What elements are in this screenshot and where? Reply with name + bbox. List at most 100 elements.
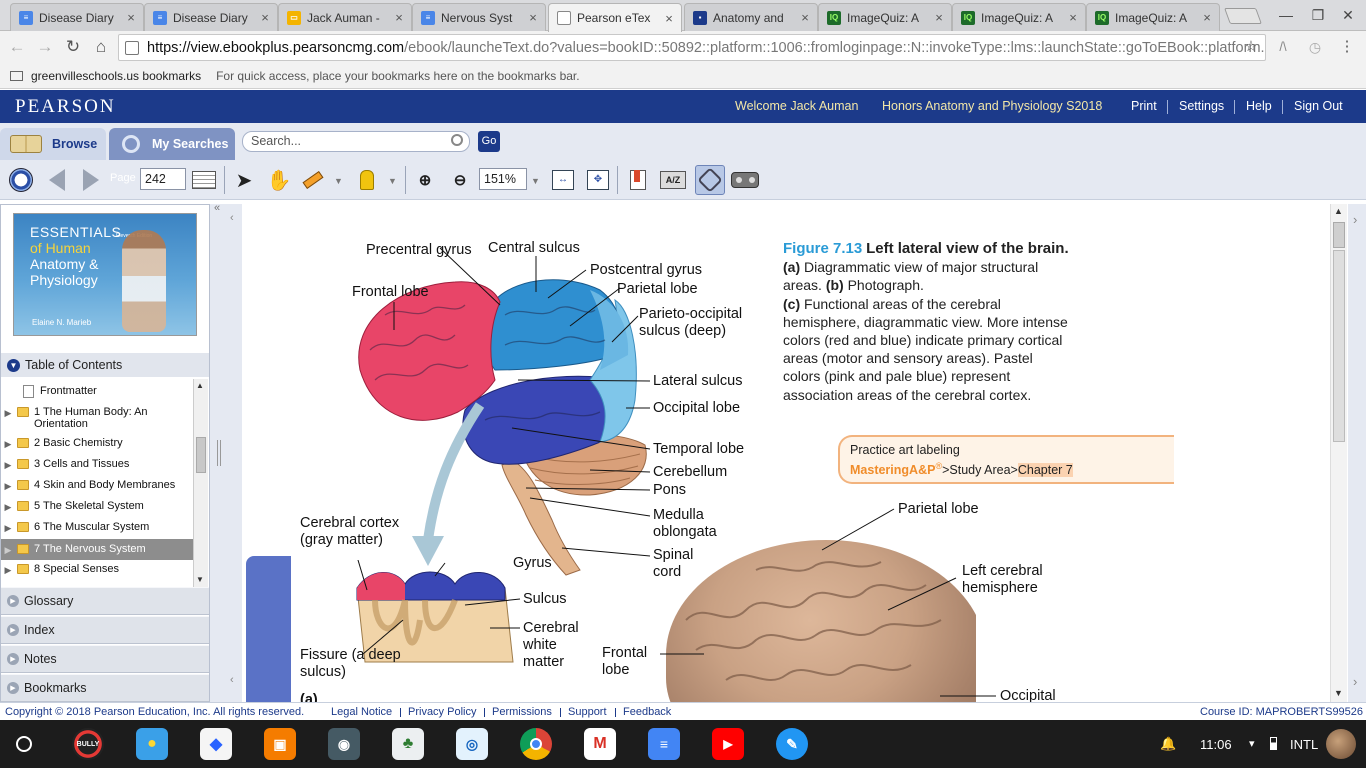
expand-arrow-icon[interactable]: ▶	[4, 481, 12, 491]
input-method[interactable]: INTL	[1290, 737, 1319, 752]
extension-clock-icon[interactable]: ◷	[1308, 39, 1322, 55]
hand-pan-icon[interactable]: ✋	[266, 169, 292, 192]
feedback-link[interactable]: Feedback	[623, 706, 672, 718]
prev-page-strip[interactable]: ‹‹	[228, 204, 242, 702]
bookmark-star-icon[interactable]: ☆	[1244, 38, 1258, 55]
notes-section[interactable]: ▶Notes	[1, 645, 209, 673]
audio-tape-icon[interactable]	[730, 167, 760, 193]
orange-app-icon[interactable]: ▣	[264, 728, 296, 760]
close-icon[interactable]: ×	[1069, 10, 1077, 25]
privacy-policy-link[interactable]: Privacy Policy	[408, 706, 477, 718]
next-page-icon[interactable]	[78, 167, 104, 193]
permissions-link[interactable]: Permissions	[492, 706, 552, 718]
toc-item-chapter-2[interactable]: ▶ 2 Basic Chemistry	[1, 437, 193, 450]
toc-item-chapter-5[interactable]: ▶ 5 The Skeletal System	[1, 500, 193, 513]
browser-tab[interactable]: ≡ Nervous Syst ×	[412, 3, 546, 31]
toc-item-chapter-3[interactable]: ▶ 3 Cells and Tissues	[1, 458, 193, 471]
pen-app-icon[interactable]: ✎	[776, 728, 808, 760]
previous-page-icon[interactable]	[44, 167, 70, 193]
practice-chapter-link[interactable]: Chapter 7	[1017, 463, 1073, 478]
zoom-in-icon[interactable]: ⊕	[418, 172, 432, 189]
fit-page-icon[interactable]: ✥	[585, 167, 611, 193]
browser-tab[interactable]: IQ ImageQuiz: A ×	[952, 3, 1086, 31]
home-icon[interactable]: ⌂	[95, 37, 107, 56]
browse-tab[interactable]: Browse	[0, 128, 106, 160]
page-info-icon[interactable]	[125, 40, 139, 55]
owl-app-icon[interactable]: ◎	[456, 728, 488, 760]
bookmarks-section[interactable]: ▶Bookmarks	[1, 674, 209, 702]
browser-tab[interactable]: IQ ImageQuiz: A ×	[818, 3, 952, 31]
restore-icon[interactable]: ❐	[1311, 7, 1325, 23]
browser-tab-active[interactable]: Pearson eTex ×	[548, 3, 682, 32]
expand-arrow-icon[interactable]: ▶	[4, 408, 12, 418]
close-icon[interactable]: ×	[261, 10, 269, 25]
close-icon[interactable]: ×	[935, 10, 943, 25]
close-window-icon[interactable]: ✕	[1342, 7, 1354, 23]
browser-tab[interactable]: IQ ImageQuiz: A ×	[1086, 3, 1220, 31]
close-icon[interactable]: ×	[395, 10, 403, 25]
minimize-icon[interactable]: —	[1279, 7, 1293, 23]
clock-history-icon[interactable]	[8, 167, 34, 193]
lightbulb-app-icon[interactable]: ●	[136, 728, 168, 760]
bookmarks-folder[interactable]: greenvilleschools.us bookmarks	[31, 69, 202, 83]
browser-tab[interactable]: ▭ Jack Auman - ×	[278, 3, 412, 31]
address-bar[interactable]: https://view.ebookplus.pearsoncmg.com/eb…	[118, 34, 1266, 61]
links-toggle-icon[interactable]	[695, 165, 725, 195]
scroll-down-icon[interactable]: ▼	[196, 575, 204, 584]
toc-item-chapter-7[interactable]: ▶ 7 The Nervous System	[1, 539, 193, 560]
panel-splitter[interactable]: «	[210, 202, 228, 702]
print-link[interactable]: Print	[1131, 99, 1157, 113]
expand-arrow-icon[interactable]: ▶	[4, 502, 12, 512]
splitter-grip-icon[interactable]	[217, 440, 221, 466]
select-pointer-icon[interactable]: ➤	[235, 169, 253, 192]
back-arrow-icon[interactable]: ←	[8, 37, 26, 56]
course-link[interactable]: Honors Anatomy and Physiology S2018	[882, 99, 1103, 113]
expand-arrow-icon[interactable]: ▶	[4, 545, 12, 555]
close-icon[interactable]: ×	[529, 10, 537, 25]
tree-app-icon[interactable]: ♣	[392, 728, 424, 760]
help-link[interactable]: Help	[1246, 99, 1272, 113]
zoom-level-input[interactable]: 151%	[479, 168, 527, 190]
my-searches-tab[interactable]: My Searches	[109, 128, 235, 160]
diamond-app-icon[interactable]: ◆	[200, 728, 232, 760]
toc-item-chapter-4[interactable]: ▶ 4 Skin and Body Membranes	[1, 479, 193, 492]
forward-arrow-icon[interactable]: →	[36, 37, 54, 56]
highlighter-dropdown-icon[interactable]: ▼	[334, 176, 343, 186]
mastering-brand[interactable]: MasteringA&P	[850, 463, 936, 478]
wifi-icon[interactable]: ▾	[1249, 738, 1255, 750]
browser-tab[interactable]: ▪ Anatomy and ×	[684, 3, 818, 31]
legal-notice-link[interactable]: Legal Notice	[331, 706, 393, 718]
settings-link[interactable]: Settings	[1179, 99, 1225, 113]
next-page-strip[interactable]: ››	[1348, 204, 1366, 702]
toc-header[interactable]: ▼ Table of Contents	[1, 353, 209, 377]
clock-time[interactable]: 11:06	[1200, 737, 1232, 752]
next-page-arrow-icon[interactable]: ›	[1353, 674, 1358, 689]
search-icon[interactable]	[451, 134, 463, 146]
close-icon[interactable]: ×	[665, 10, 673, 26]
expand-arrow-icon[interactable]: ▶	[4, 460, 12, 470]
menu-icon[interactable]: ⋮	[1339, 38, 1355, 55]
next-page-arrow-icon[interactable]: ›	[1353, 212, 1358, 227]
highlighter-icon[interactable]	[300, 167, 326, 193]
glossary-az-icon[interactable]: A/Z	[660, 167, 686, 193]
collapse-panel-icon[interactable]: «	[214, 202, 221, 214]
camera-app-icon[interactable]: ◉	[328, 728, 360, 760]
scroll-up-icon[interactable]: ▲	[196, 381, 204, 390]
expand-arrow-icon[interactable]: ▶	[4, 439, 12, 449]
close-icon[interactable]: ×	[801, 10, 809, 25]
battery-icon[interactable]	[1270, 737, 1277, 750]
zoom-out-icon[interactable]: ⊖	[453, 172, 467, 189]
fit-width-icon[interactable]: ↔	[550, 167, 576, 193]
close-icon[interactable]: ×	[127, 10, 135, 25]
bully-app-icon[interactable]: BULLY	[72, 728, 104, 760]
toc-item-chapter-8[interactable]: ▶ 8 Special Senses	[1, 563, 193, 576]
search-input[interactable]: Search...	[242, 131, 470, 152]
pearson-logo[interactable]: PEARSON	[15, 96, 116, 117]
support-link[interactable]: Support	[568, 706, 607, 718]
browser-tab[interactable]: ≡ Disease Diary ×	[10, 3, 144, 31]
expand-arrow-icon[interactable]: ▶	[4, 565, 12, 575]
sign-out-link[interactable]: Sign Out	[1294, 99, 1343, 113]
note-dropdown-icon[interactable]: ▼	[388, 176, 397, 186]
prev-page-arrow-icon[interactable]: ‹	[230, 674, 234, 686]
scroll-down-icon[interactable]: ▼	[1334, 688, 1343, 698]
